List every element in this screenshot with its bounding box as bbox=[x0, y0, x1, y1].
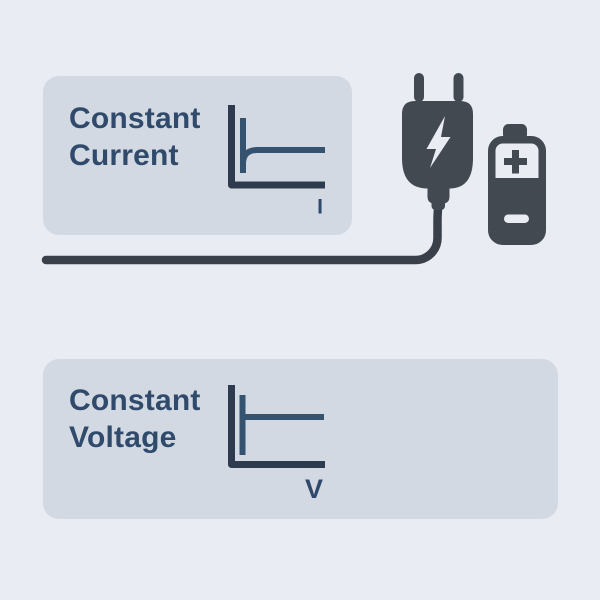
voltage-vs-time-graph-icon: V bbox=[228, 385, 325, 504]
charger-plug-icon bbox=[402, 73, 473, 210]
plus-icon bbox=[504, 150, 527, 174]
constant-voltage-label: Constant Voltage bbox=[69, 384, 201, 454]
plug-prong-left bbox=[414, 73, 424, 102]
current-axis-label: I bbox=[317, 196, 323, 219]
cc-graph-axes bbox=[228, 105, 325, 189]
charging-cable bbox=[41, 201, 443, 265]
cable-line bbox=[41, 201, 443, 265]
constant-voltage-panel: Constant Voltage bbox=[43, 359, 558, 519]
plug-prong-right bbox=[453, 73, 464, 102]
current-vs-time-graph-icon: I bbox=[228, 105, 325, 219]
battery-charge-fill bbox=[495, 178, 539, 238]
lightning-bolt-icon bbox=[426, 116, 451, 168]
cc-current-curve-flat bbox=[240, 147, 325, 165]
constant-current-label: Constant Current bbox=[69, 102, 201, 172]
cv-graph-axes bbox=[228, 385, 325, 468]
constant-current-panel: Constant Current bbox=[43, 76, 352, 235]
minus-icon bbox=[504, 214, 529, 223]
battery-icon bbox=[488, 124, 546, 245]
voltage-axis-label: V bbox=[305, 474, 323, 504]
